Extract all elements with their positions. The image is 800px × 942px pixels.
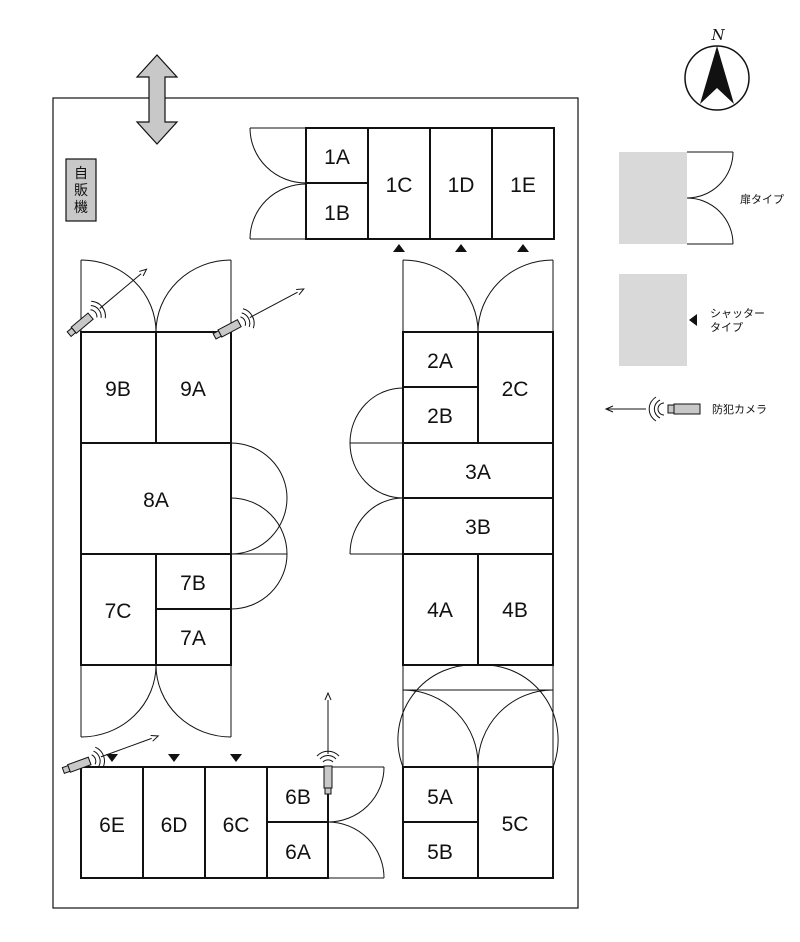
vending-machine-label-3: 機: [74, 200, 88, 216]
legend-camera-icon: [604, 396, 701, 422]
north-compass: N: [684, 26, 750, 111]
room-7a: 7A: [180, 627, 206, 650]
legend-shutter-label-1: シャッター: [710, 307, 765, 320]
room-1e: 1E: [510, 174, 536, 197]
room-6a: 6A: [285, 841, 311, 864]
vending-machine-label-1: 自: [74, 166, 88, 182]
room-9a: 9A: [180, 378, 206, 401]
shutter-marker-6c: [230, 754, 242, 762]
room-3a: 3A: [465, 461, 491, 484]
room-8a: 8A: [143, 489, 169, 512]
vending-machine-label-2: 販: [74, 183, 88, 199]
legend-shutter-marker: [689, 314, 697, 326]
doors-4-5: [397, 664, 559, 768]
legend-camera-label: 防犯カメラ: [712, 402, 767, 416]
shutter-marker-6e: [106, 754, 118, 762]
security-camera-icon: [208, 278, 310, 347]
building-1: 1A 1B 1C 1D 1E: [249, 127, 555, 252]
north-label: N: [710, 26, 725, 44]
room-3b: 3B: [465, 516, 491, 539]
legend-door-swatch: [619, 152, 687, 244]
room-6d: 6D: [161, 814, 188, 837]
legend-door-label: 扉タイプ: [740, 193, 784, 206]
room-4a: 4A: [427, 599, 453, 622]
site-boundary: [52, 97, 579, 909]
room-2c: 2C: [502, 378, 529, 401]
building-6: 6E 6D 6C 6B 6A: [80, 754, 385, 879]
room-1a: 1A: [324, 146, 350, 169]
room-5c: 5C: [502, 813, 529, 836]
room-1c: 1C: [386, 174, 413, 197]
shutter-marker-6d: [168, 754, 180, 762]
shutter-marker-1e: [517, 244, 529, 252]
room-6b: 6B: [285, 786, 311, 809]
room-7c: 7C: [105, 600, 132, 623]
room-9b: 9B: [105, 378, 131, 401]
room-2a: 2A: [427, 350, 453, 373]
building-5: 5A 5B 5C: [402, 766, 554, 879]
vending-machine: 自 販 機: [65, 158, 97, 222]
security-camera-icon: [61, 260, 155, 344]
room-5b: 5B: [427, 841, 453, 864]
room-6e: 6E: [99, 814, 125, 837]
building-7-9: 9B 9A 8A 7C 7B 7A: [80, 259, 288, 738]
legend: 扉タイプ シャッター タイプ 防犯カメラ: [604, 151, 784, 422]
room-2b: 2B: [427, 405, 453, 428]
room-6c: 6C: [223, 814, 250, 837]
legend-shutter-label-2: タイプ: [710, 321, 743, 334]
entrance-arrow-icon: [135, 54, 179, 145]
room-7b: 7B: [180, 572, 206, 595]
room-1d: 1D: [448, 174, 475, 197]
building-2-4: 2A 2B 2C 3A 3B 4A 4B: [349, 259, 554, 666]
shutter-marker-1c: [393, 244, 405, 252]
room-1b: 1B: [324, 202, 350, 225]
legend-shutter-swatch: [619, 274, 687, 366]
room-5a: 5A: [427, 786, 453, 809]
room-4b: 4B: [502, 599, 528, 622]
north-arrow-icon: [700, 46, 734, 104]
shutter-marker-1d: [455, 244, 467, 252]
